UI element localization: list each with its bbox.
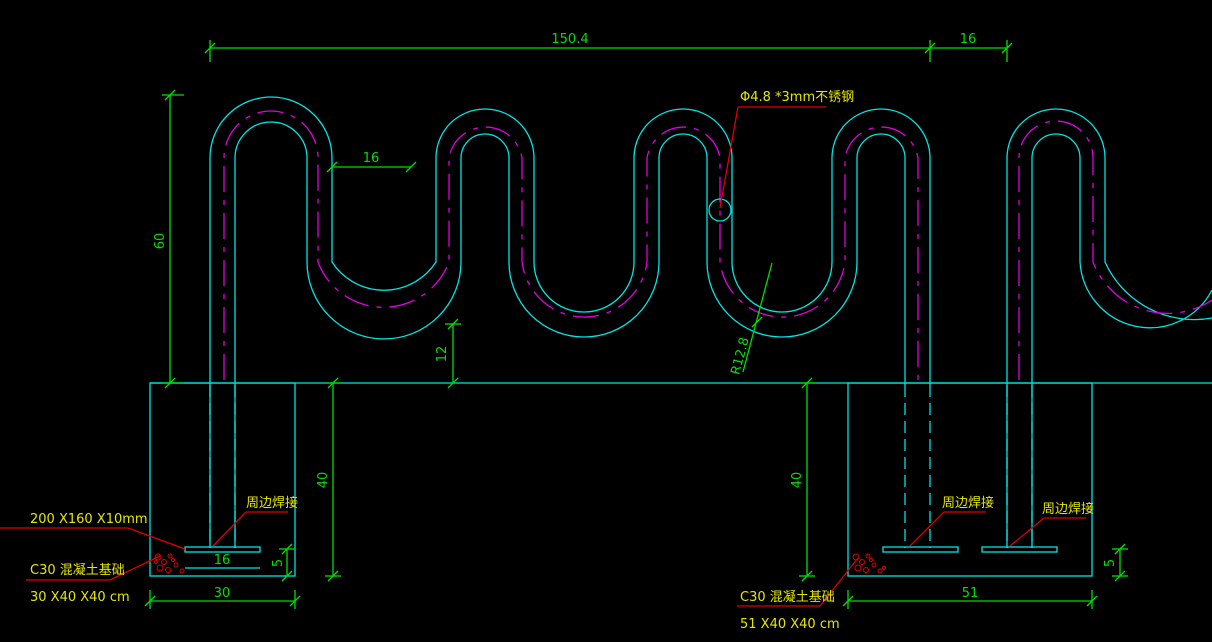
dim-left-width-value: 30 [214,586,231,601]
right-weld-label-1: 周边焊接 [942,495,994,511]
left-base-plate [184,546,261,553]
dim-right-depth-value: 40 [790,472,805,489]
dim-bend-radius-value: R12.8 [728,336,752,377]
rail2-inner-outline [1031,133,1212,548]
dim-right-depth: 40 [790,377,815,582]
left-base-size: 30 X40 X40 cm [30,590,130,605]
rail-centerline [223,110,919,380]
right-weld-label-2: 周边焊接 [1042,501,1094,517]
pipe-spec-callout: Φ4.8 *3mm不锈钢 [719,90,854,209]
dim-top-span-value: 150.4 [551,32,588,47]
dim-left-plate-thk-value: 5 [271,559,286,567]
right-base-plate-2 [981,546,1058,553]
dim-left-plate-thk: 5 [271,543,295,582]
dim-height-value: 60 [153,233,168,250]
right-base-size: 51 X40 X40 cm [740,617,840,632]
left-foundation [149,382,296,577]
pipe-spec-label: Φ4.8 *3mm不锈钢 [740,90,854,105]
serpentine-rail [209,96,1212,548]
right-base-label: C30 混凝土基础 [740,589,835,605]
rail2-outer-outline [1006,108,1212,548]
dim-right-plate-thk-value: 5 [1103,559,1118,567]
dim-inner-gap-value: 16 [363,151,380,166]
right-concrete-hatch [852,553,886,574]
dim-left-plate-width-value: 16 [214,553,231,568]
plate-spec-callout: 200 X160 X10mm [0,512,186,550]
ground-and-foundations [149,382,1212,577]
dimensions: 150.4 16 16 60 [144,32,1128,609]
dim-top-gap: 16 [930,32,1013,62]
tube-section-circle [708,198,732,222]
left-base-callout: C30 混凝土基础 30 X40 X40 cm [26,555,161,605]
left-weld-label: 周边焊接 [246,495,298,511]
dim-top-gap-value: 16 [960,32,977,47]
dim-left-plate-width: 16 [214,553,231,568]
dim-clearance: 12 [435,318,461,389]
annotations: Φ4.8 *3mm不锈钢 周边焊接 周边焊接 周边焊接 200 X160 X10… [0,90,1094,632]
right-base-callout: C30 混凝土基础 51 X40 X40 cm [737,557,859,632]
left-base-label: C30 混凝土基础 [30,562,125,578]
rail2-centerline [1018,120,1212,380]
right-base-plate-1 [882,546,959,553]
right-foundation [847,382,1093,577]
dim-top-span: 150.4 [204,32,936,62]
embedded-legs [209,385,1033,548]
dim-clearance-value: 12 [435,346,450,363]
dim-inner-gap: 16 [326,151,417,173]
dim-left-depth-value: 40 [316,472,331,489]
dim-right-plate-thk: 5 [1103,543,1128,582]
left-weld-callout: 周边焊接 [212,495,298,547]
plate-spec-label: 200 X160 X10mm [30,512,148,527]
right-weld-callout-2: 周边焊接 [1009,501,1094,547]
rail-inner-outline [234,121,906,548]
rail-outer-outline [209,96,931,548]
dim-height: 60 [153,89,184,389]
left-concrete-hatch [154,553,185,574]
dim-right-width: 51 [842,586,1098,609]
right-weld-callout-1: 周边焊接 [909,495,994,547]
dim-left-width: 30 [144,586,301,609]
dim-right-width-value: 51 [962,586,979,601]
dim-left-depth: 40 [316,377,341,582]
